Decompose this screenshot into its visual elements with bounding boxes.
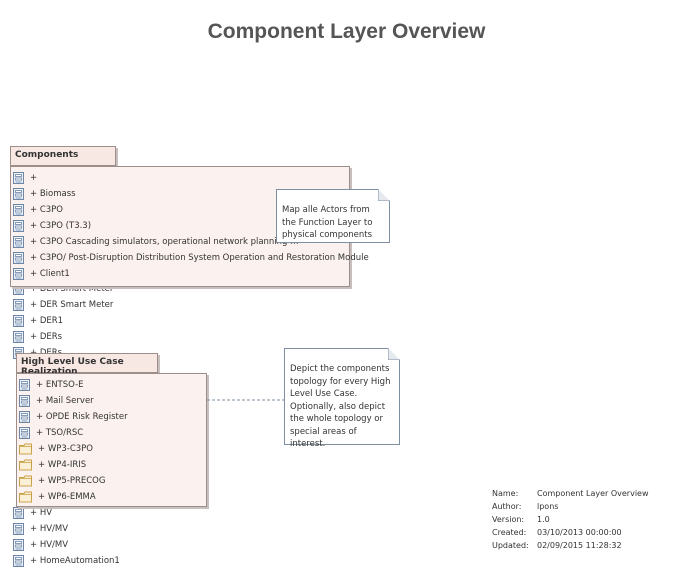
diagram-metadata: Name: Component Layer Overview Author: lpo… (492, 487, 649, 552)
component-item[interactable]: + Client1 (13, 266, 70, 282)
outer-component-item[interactable]: + DER Smart Meter (13, 297, 113, 313)
outer-component-item-label: + DER Smart Meter (30, 284, 114, 294)
package-folder-item[interactable]: + WP4-IRIS (19, 457, 86, 473)
realization-component-item-label: + ENTSO-E (36, 380, 84, 390)
component-item-label: + Client1 (30, 269, 70, 279)
component-icon (13, 523, 24, 535)
outer-component-item-label: + DER Smart Meter (30, 300, 114, 310)
component-icon (13, 315, 24, 327)
component-item[interactable]: + C3PO/ Post-Disruption Distribution Sys… (13, 250, 369, 266)
component-icon (19, 395, 30, 407)
folder-icon (19, 459, 32, 471)
outer-component-item[interactable]: + HV/MV (13, 537, 68, 553)
outer-component-item-label: + DERs (30, 332, 63, 342)
meta-value: 03/10/2013 00:00:00 (537, 528, 622, 537)
package-folder-item-label: + WP4-IRIS (38, 460, 87, 470)
actors-note-text: Map alle Actors from the Function Layer … (282, 205, 373, 240)
note-fold-icon (388, 348, 400, 360)
topology-note-text: Depict the components topology for every… (290, 364, 391, 449)
meta-row-created: Created: 03/10/2013 00:00:00 (492, 526, 649, 539)
outer-component-item[interactable]: + HV/MV (13, 521, 68, 537)
package-folder-item-label: + WP3-C3PO (38, 444, 93, 454)
component-icon (19, 379, 30, 391)
component-icon (13, 172, 24, 184)
component-icon (19, 411, 30, 423)
outer-component-item-label: + HV/MV (30, 524, 69, 534)
component-item-label: + C3PO Cascading simulators, operational… (30, 237, 299, 247)
meta-key: Author: (492, 502, 522, 511)
component-icon (13, 331, 24, 343)
realization-component-item[interactable]: + OPDE Risk Register (19, 409, 128, 425)
meta-value: Component Layer Overview (537, 489, 649, 498)
component-icon (13, 252, 24, 264)
outer-component-item[interactable]: + DER1 (13, 313, 63, 329)
meta-row-version: Version: 1.0 (492, 513, 649, 526)
folder-icon (19, 443, 32, 455)
realization-component-item[interactable]: + TSO/RSC (19, 425, 83, 441)
component-icon (13, 299, 24, 311)
package-folder-item-label: + WP6-EMMA (38, 492, 96, 502)
component-icon (19, 427, 30, 439)
component-icon (13, 539, 24, 551)
outer-component-item[interactable]: + DERs (13, 329, 62, 345)
component-item[interactable]: + C3PO Cascading simulators, operational… (13, 234, 298, 250)
component-icon (13, 507, 24, 519)
realization-component-item[interactable]: + Mail Server (19, 393, 94, 409)
package-folder-item[interactable]: + WP3-C3PO (19, 441, 93, 457)
outer-component-item-label: + HV/MV (30, 540, 69, 550)
component-item[interactable]: + Biomass (13, 186, 76, 202)
meta-key: Version: (492, 515, 525, 524)
component-item[interactable]: + C3PO (T3.3) (13, 218, 91, 234)
component-item-label: + (30, 173, 38, 183)
realization-package-tab[interactable]: High Level Use Case Realization (16, 353, 158, 377)
outer-component-item[interactable]: + HV (13, 505, 52, 521)
realization-component-item-label: + Mail Server (36, 396, 94, 406)
meta-row-author: Author: lpons (492, 500, 649, 513)
component-item[interactable]: + (13, 170, 37, 186)
realization-component-item-label: + TSO/RSC (36, 428, 84, 438)
meta-key: Name: (492, 489, 519, 498)
diagram-title: Component Layer Overview (207, 20, 486, 43)
meta-value: 02/09/2015 11:28:32 (537, 541, 622, 550)
component-icon (13, 204, 24, 216)
components-package-tab[interactable]: Components (10, 146, 116, 166)
package-folder-item[interactable]: + WP6-EMMA (19, 489, 96, 505)
realization-component-item[interactable]: + ENTSO-E (19, 377, 84, 393)
meta-value: 1.0 (537, 515, 550, 524)
component-item-label: + C3PO/ Post-Disruption Distribution Sys… (30, 253, 369, 263)
component-icon (13, 236, 24, 248)
realization-package-name: High Level Use Case Realization (21, 357, 124, 377)
actors-note[interactable]: Map alle Actors from the Function Layer … (276, 189, 390, 243)
realization-component-item-label: + OPDE Risk Register (36, 412, 128, 422)
topology-note[interactable]: Depict the components topology for every… (284, 348, 400, 449)
meta-key: Created: (492, 528, 527, 537)
component-icon (13, 220, 24, 232)
component-item-label: + C3PO (T3.3) (30, 221, 92, 231)
folder-icon (19, 475, 32, 487)
meta-row-name: Name: Component Layer Overview (492, 487, 649, 500)
component-icon (13, 188, 24, 200)
package-folder-item[interactable]: + WP5-PRECOG (19, 473, 105, 489)
components-package-name: Components (15, 150, 79, 160)
realization-package[interactable] (16, 373, 207, 507)
folder-icon (19, 491, 32, 503)
outer-component-item-label: + HV (30, 508, 53, 518)
component-item-label: + C3PO (30, 205, 63, 215)
component-icon (13, 268, 24, 280)
note-fold-icon (378, 189, 390, 201)
meta-row-updated: Updated: 02/09/2015 11:28:32 (492, 539, 649, 552)
component-item[interactable]: + C3PO (13, 202, 63, 218)
component-item-label: + Biomass (30, 189, 76, 199)
meta-value: lpons (537, 502, 559, 511)
meta-key: Updated: (492, 541, 529, 550)
outer-component-item-label: + HomeAutomation1 (30, 556, 120, 566)
outer-component-item-label: + DER1 (30, 316, 64, 326)
package-folder-item-label: + WP5-PRECOG (38, 476, 106, 486)
